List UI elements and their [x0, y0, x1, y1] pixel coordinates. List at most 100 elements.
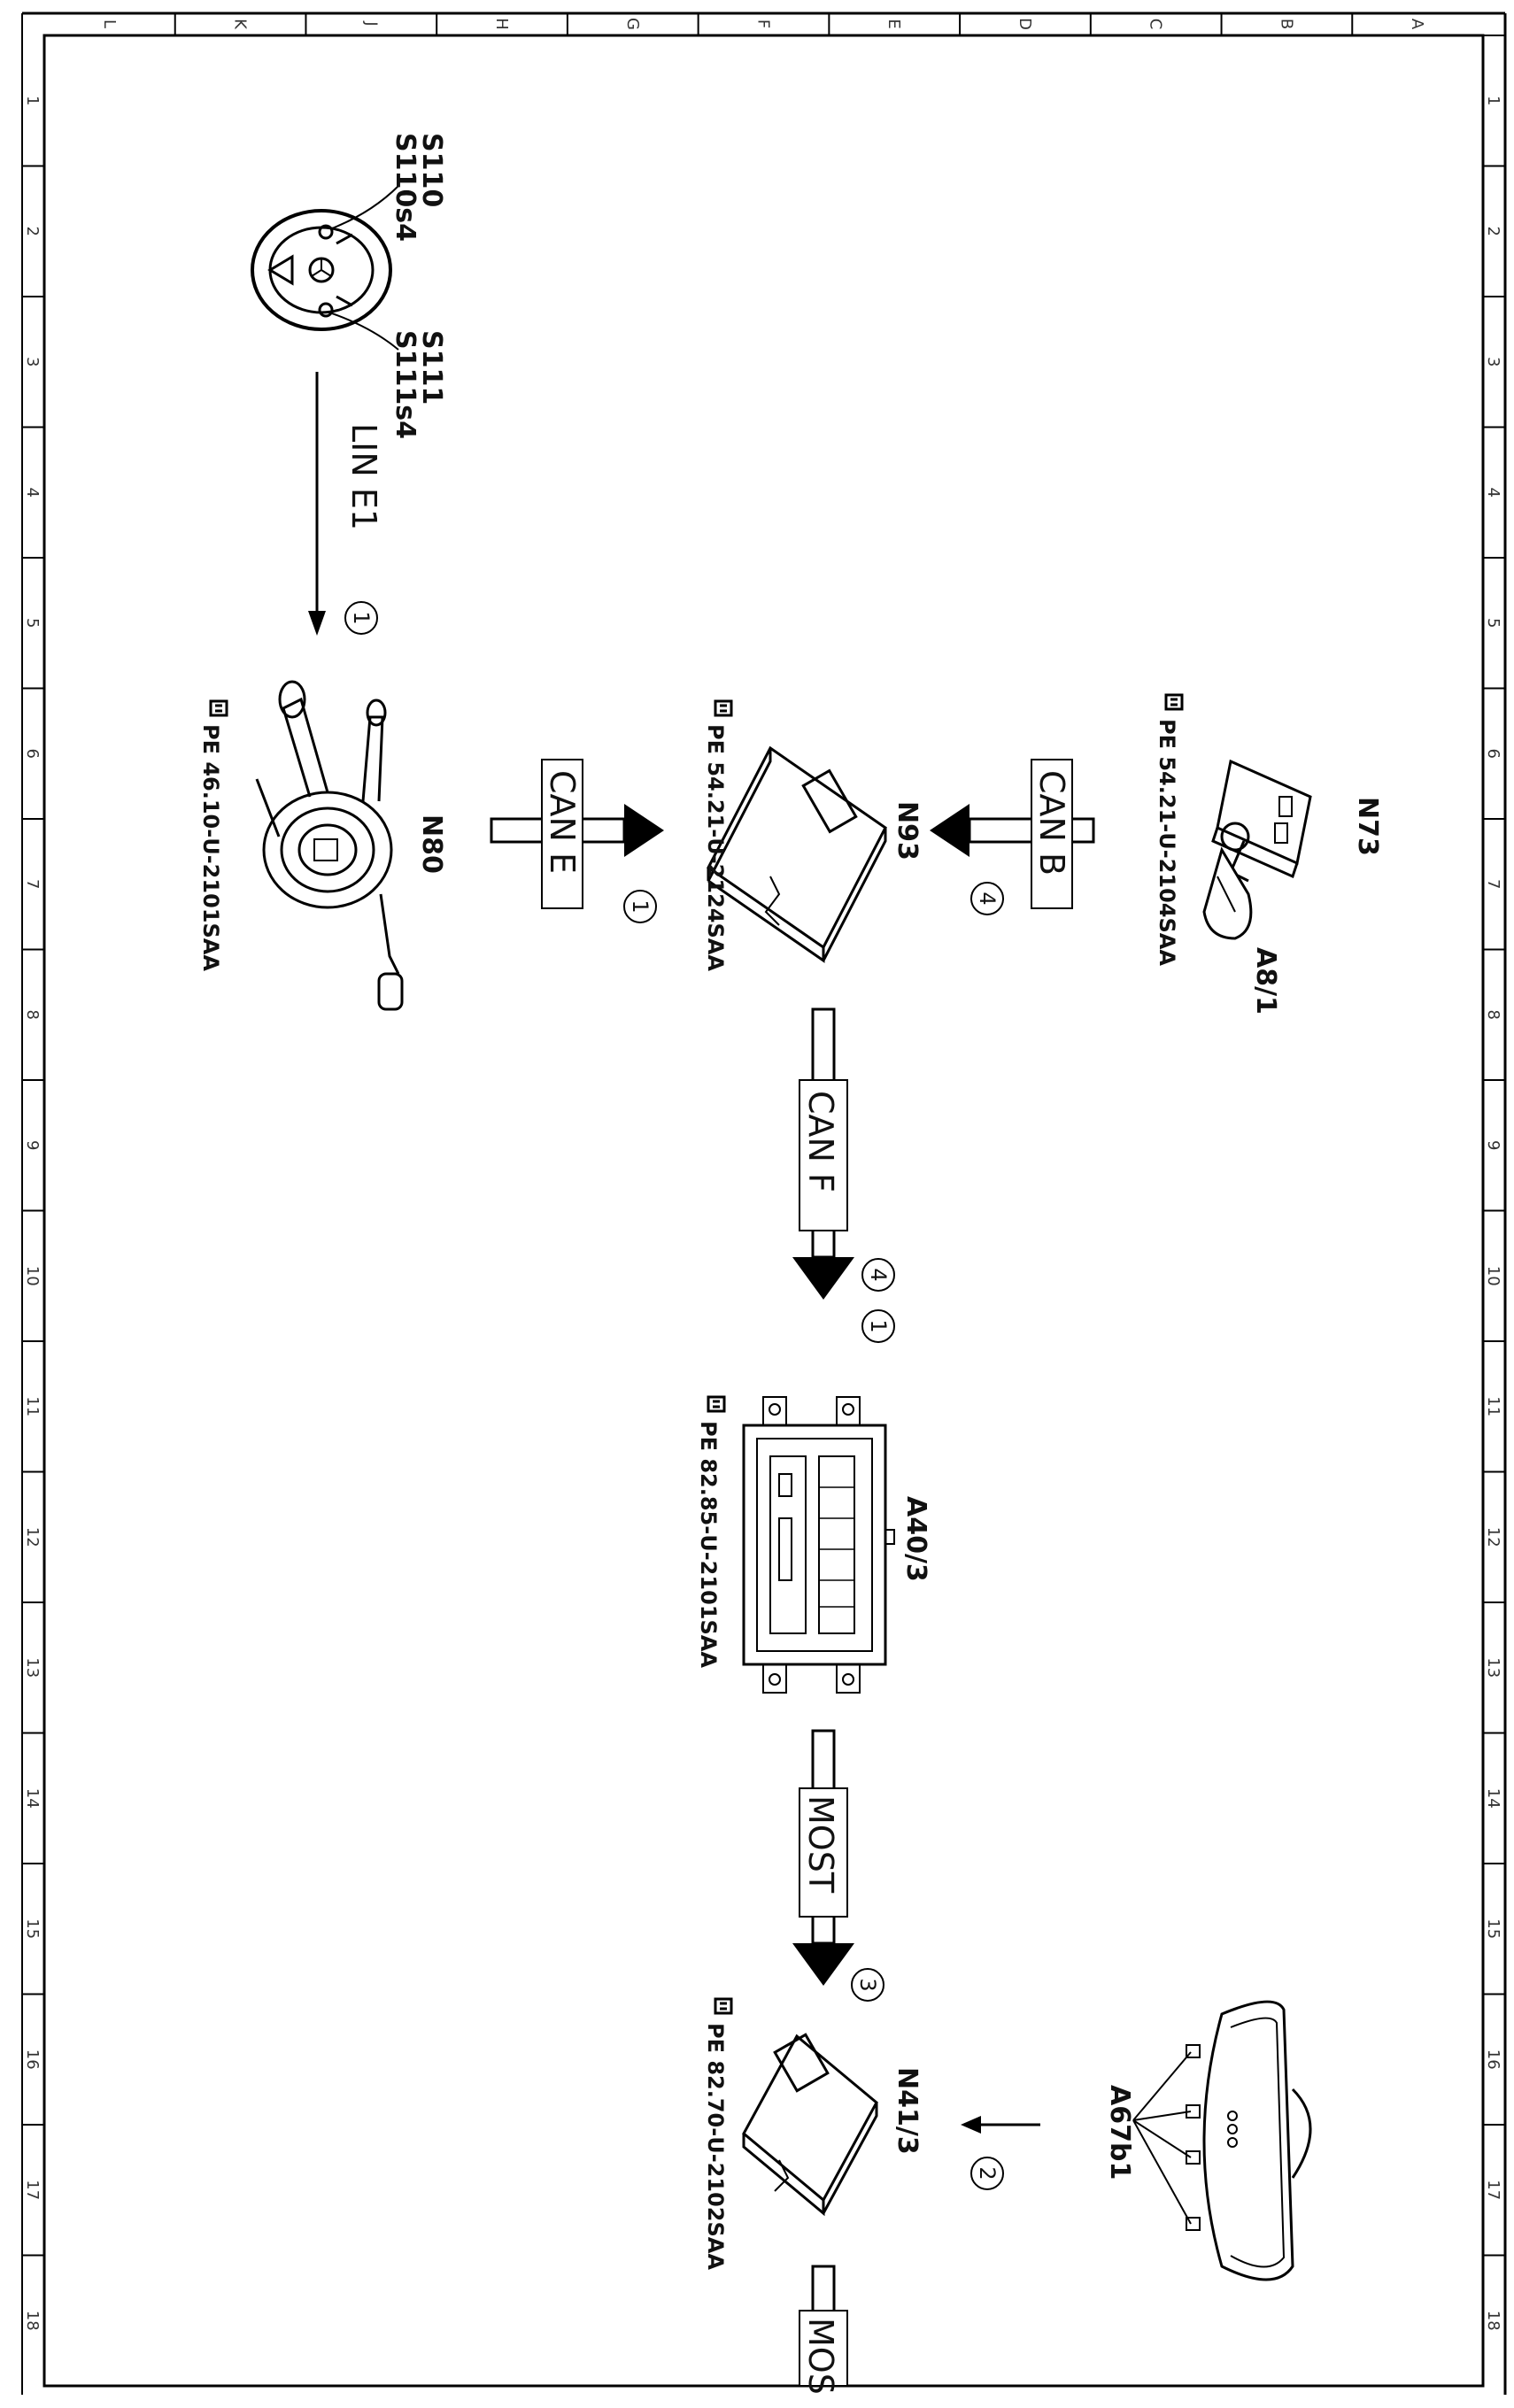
- svg-text:1: 1: [628, 899, 653, 913]
- grid-row-label: 2: [1484, 227, 1502, 236]
- grid-row-label: 6: [23, 749, 42, 759]
- svg-text:4: 4: [975, 891, 1000, 905]
- grid-column-label: G: [623, 18, 642, 30]
- a40-3-component: A40/3 PE 82.85-U-2101SAA: [696, 1395, 931, 1694]
- grid-row-label: 3: [1484, 357, 1502, 367]
- a67b1-number-badge: 2: [970, 2157, 1004, 2190]
- svg-text:4: 4: [866, 1268, 891, 1281]
- a67b1-to-n41-3-connection: 2: [961, 2116, 1040, 2190]
- grid-row-label: 1: [23, 96, 42, 105]
- grid-row-label: 14: [1484, 1788, 1502, 1809]
- can-b-connection: CAN B 4: [930, 759, 1095, 915]
- grid-row-label: 11: [1484, 1396, 1502, 1416]
- hand-pointer-icon: [1164, 693, 1184, 711]
- grid-row-label: 5: [23, 618, 42, 628]
- grid-column-label: H: [492, 18, 511, 30]
- svg-text:3: 3: [855, 1978, 880, 1991]
- grid-column-label: A: [1408, 19, 1426, 30]
- n41-3-label: N41/3: [892, 2067, 923, 2155]
- most-connection: MOST 3: [792, 1729, 884, 2002]
- n41-3-reference: PE 82.70-U-2102SAA: [703, 1997, 733, 2270]
- a67b1-label: A67b1: [1104, 2085, 1135, 2180]
- most-label: MOST: [801, 1795, 840, 1894]
- grid-row-label: 13: [23, 1657, 42, 1678]
- label-s110s4: S110s4: [390, 133, 421, 242]
- grid-row-label: 4: [23, 488, 42, 498]
- n73-component: N73 A8/1 PE 54.21-U-2104SAA: [1155, 693, 1383, 1015]
- svg-text:1: 1: [866, 1319, 891, 1332]
- grid-row-label: 18: [23, 2311, 42, 2331]
- grid-row-label: 4: [1484, 488, 1502, 498]
- key-icon: [1202, 846, 1253, 940]
- n80-component: N80 PE 46.10-U-2101SAA: [198, 680, 447, 1011]
- grid-row-label: 7: [1484, 879, 1502, 889]
- n73-reference: PE 54.21-U-2104SAA: [1155, 693, 1184, 966]
- grid-row-label: 12: [23, 1527, 42, 1547]
- svg-text:PE 82.85-U-2101SAA: PE 82.85-U-2101SAA: [696, 1421, 721, 1668]
- hand-pointer-icon: [707, 1395, 726, 1413]
- n80-steering-column-icon: [255, 680, 404, 1011]
- grid-row-label: 3: [23, 357, 42, 367]
- most-continuation-connection: MOS: [799, 2265, 848, 2395]
- hand-pointer-icon: [714, 699, 733, 717]
- grid-row-label: 9: [23, 1140, 42, 1150]
- grid-row-label: 13: [1484, 1657, 1502, 1678]
- most-continuation-label: MOS: [801, 2318, 840, 2395]
- grid-row-label: 2: [23, 227, 42, 236]
- ignition-switch-icon: [1211, 759, 1312, 883]
- grid-row-label: 17: [23, 2180, 42, 2200]
- grid-row-label: 15: [23, 1918, 42, 1939]
- n73-label: N73: [1352, 797, 1383, 856]
- hand-pointer-icon: [714, 1997, 733, 2015]
- hand-pointer-icon: [209, 699, 228, 717]
- grid-column-label: J: [361, 20, 380, 26]
- rear-view-mirror-icon: [1132, 2000, 1312, 2281]
- label-s111s4: S111s4: [390, 330, 421, 439]
- n93-label: N93: [892, 801, 923, 861]
- can-b-number-badge: 4: [970, 882, 1004, 915]
- grid-row-label: 10: [23, 1266, 42, 1286]
- comand-unit-icon: [742, 1396, 895, 1694]
- grid-row-label: 6: [1484, 749, 1502, 759]
- can-e-number-badge: 1: [623, 890, 657, 923]
- lin-e1-label: LIN E1: [344, 423, 383, 530]
- n93-module-icon: [707, 745, 887, 963]
- grid-row-label: 16: [23, 2049, 42, 2070]
- label-s111: S111: [416, 330, 447, 405]
- grid-row-label: 12: [1484, 1527, 1502, 1547]
- n93-component: N93 PE 54.21-U-2124SAA: [703, 699, 923, 971]
- steering-wheel-component: S110 S110s4 S111 S111s4: [251, 133, 447, 439]
- grid-column-label: L: [100, 19, 119, 28]
- grid-row-label: 16: [1484, 2049, 1502, 2070]
- n93-reference: PE 54.21-U-2124SAA: [703, 699, 733, 971]
- grid-column-label: K: [231, 19, 250, 30]
- grid-column-label: F: [754, 19, 773, 28]
- most-number-badge: 3: [851, 1968, 884, 2002]
- svg-text:PE 46.10-U-2101SAA: PE 46.10-U-2101SAA: [198, 724, 223, 971]
- lin-e1-connection: LIN E1 1: [308, 372, 383, 636]
- grid-row-label: 7: [23, 879, 42, 889]
- grid-row-label: 11: [23, 1396, 42, 1416]
- steering-wheel-icon: [251, 185, 399, 351]
- can-e-label: CAN E: [543, 770, 582, 874]
- n80-label: N80: [416, 814, 447, 874]
- label-s110: S110: [416, 133, 447, 207]
- grid-row-label: 18: [1484, 2311, 1502, 2331]
- can-f-number-badge-2: 1: [861, 1309, 895, 1343]
- grid-column-label: C: [1147, 19, 1165, 30]
- grid-row-label: 10: [1484, 1266, 1502, 1286]
- grid-column-label: B: [1277, 19, 1295, 29]
- svg-text:1: 1: [349, 611, 374, 624]
- n80-reference: PE 46.10-U-2101SAA: [198, 699, 228, 971]
- svg-text:PE 82.70-U-2102SAA: PE 82.70-U-2102SAA: [703, 2023, 728, 2270]
- a67b1-component: A67b1: [1104, 2000, 1312, 2281]
- grid-row-label: 8: [23, 1010, 42, 1020]
- lin-e1-number-badge: 1: [344, 601, 378, 635]
- can-f-number-badge-1: 4: [861, 1258, 895, 1292]
- a8-1-label: A8/1: [1250, 947, 1281, 1015]
- svg-text:PE 54.21-U-2124SAA: PE 54.21-U-2124SAA: [703, 724, 728, 971]
